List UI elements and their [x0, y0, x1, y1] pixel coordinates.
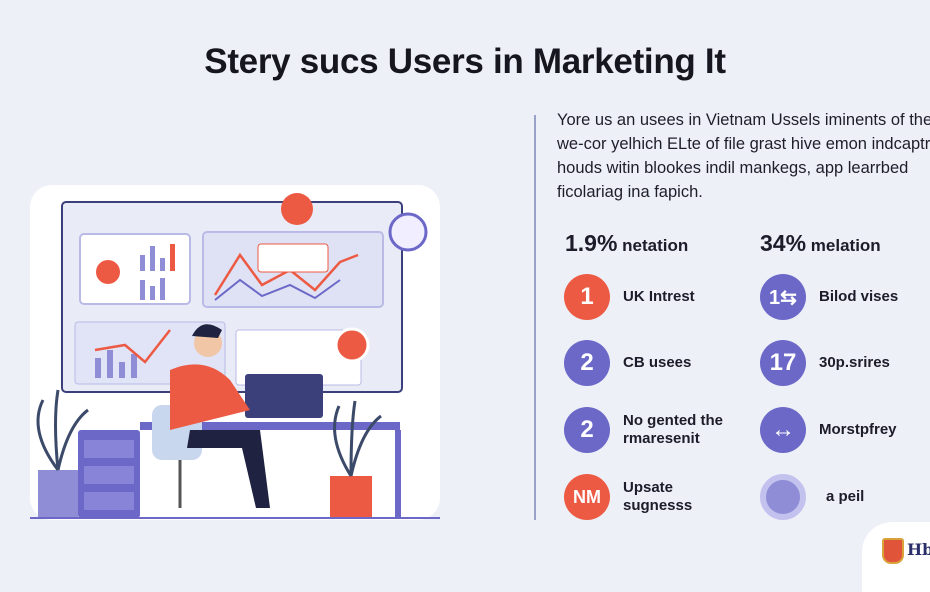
- number-badge: 17: [760, 340, 806, 386]
- desk: [140, 422, 400, 430]
- number-badge: 1⇆: [760, 274, 806, 320]
- intro-paragraph: Yore us an usees in Vietnam Ussels imine…: [557, 108, 930, 204]
- paragraph-line: we-cor yelhich ELte of file grast hive e…: [557, 135, 930, 153]
- paragraph-line: houds witin blookes indil mankegs, app l…: [557, 159, 909, 177]
- pie-chart-icon: [388, 212, 428, 252]
- laptop: [245, 374, 323, 418]
- marketing-illustration: [30, 185, 440, 520]
- page-title: Stery sucs Users in Marketing It: [204, 42, 726, 81]
- person: [170, 364, 250, 430]
- number-badge: 2: [564, 407, 610, 453]
- paragraph-line: Yore us an usees in Vietnam Ussels imine…: [557, 111, 930, 129]
- number-badge: 2: [564, 340, 610, 386]
- plant-pot: [330, 476, 372, 518]
- list-item: 1⇆Bilod vises: [760, 274, 898, 320]
- plant-pot: [38, 470, 78, 518]
- stat-melation: 34% melation: [760, 230, 881, 256]
- number-badge: NM: [564, 474, 610, 520]
- paragraph-line: ficolariag ina fapich.: [557, 183, 703, 201]
- shield-icon: [882, 538, 904, 564]
- brand-logo: Hb: [862, 522, 930, 592]
- number-badge: 1: [564, 274, 610, 320]
- eye-icon: [760, 474, 806, 520]
- list-item: ↔Morstpfrey: [760, 407, 897, 453]
- arrows-icon: ↔: [760, 407, 806, 453]
- stat-netation: 1.9% netation: [565, 230, 689, 256]
- pie-icon: [96, 260, 120, 284]
- divider: [534, 115, 536, 520]
- list-item: a peil: [760, 474, 864, 520]
- alert-icon: [281, 193, 313, 225]
